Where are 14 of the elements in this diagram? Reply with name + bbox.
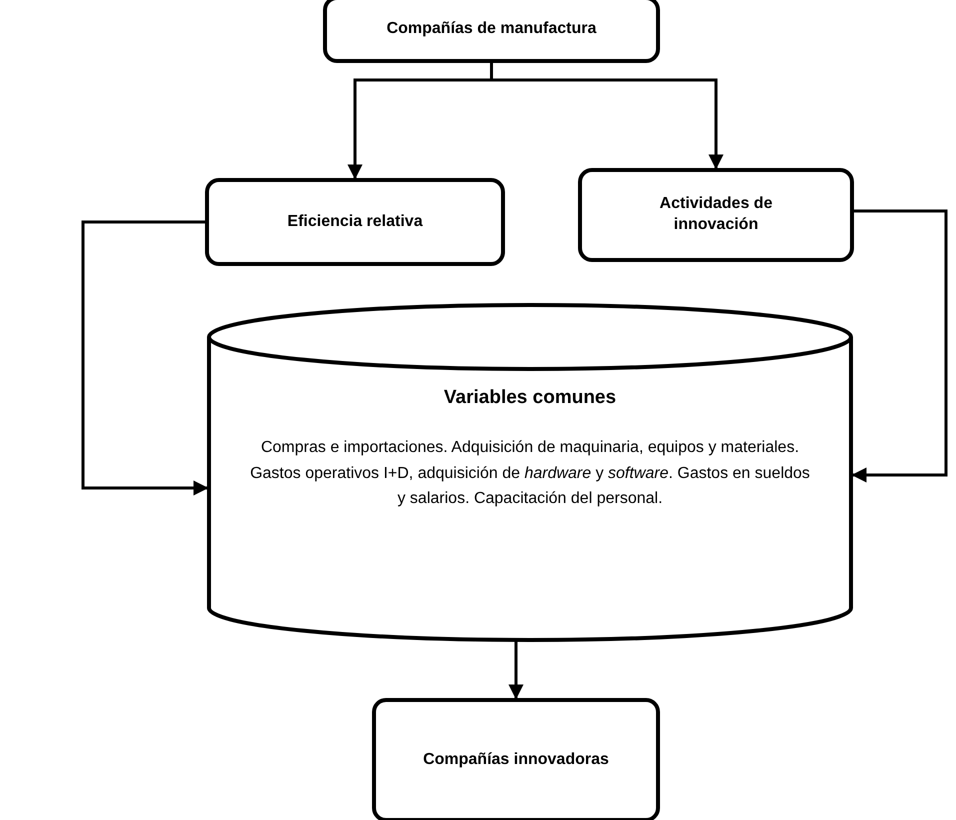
- process-box: [205, 178, 505, 266]
- box-label: Compañías de manufactura: [386, 19, 596, 40]
- process-box: [372, 698, 660, 820]
- box-label: Eficiencia relativa: [287, 212, 423, 232]
- box-label: Compañías innovadoras: [423, 750, 609, 770]
- arrow: [852, 210, 948, 482]
- cylinder-body-text: Compras e importaciones. Adquisición de maquinaria, equipos y materiales. Gastos operativos I+D, adquisición de hardware y software. Gastos en sueldos y salarios. Capacitación del personal.: [250, 438, 810, 510]
- arrow: [82, 220, 208, 496]
- arrow: [508, 640, 524, 700]
- process-box: [578, 168, 854, 262]
- box-label: Actividades de innovación: [658, 194, 774, 235]
- cylinder-heading: Variables comunes: [444, 387, 616, 409]
- arrow: [490, 63, 724, 170]
- process-box: [323, 0, 660, 63]
